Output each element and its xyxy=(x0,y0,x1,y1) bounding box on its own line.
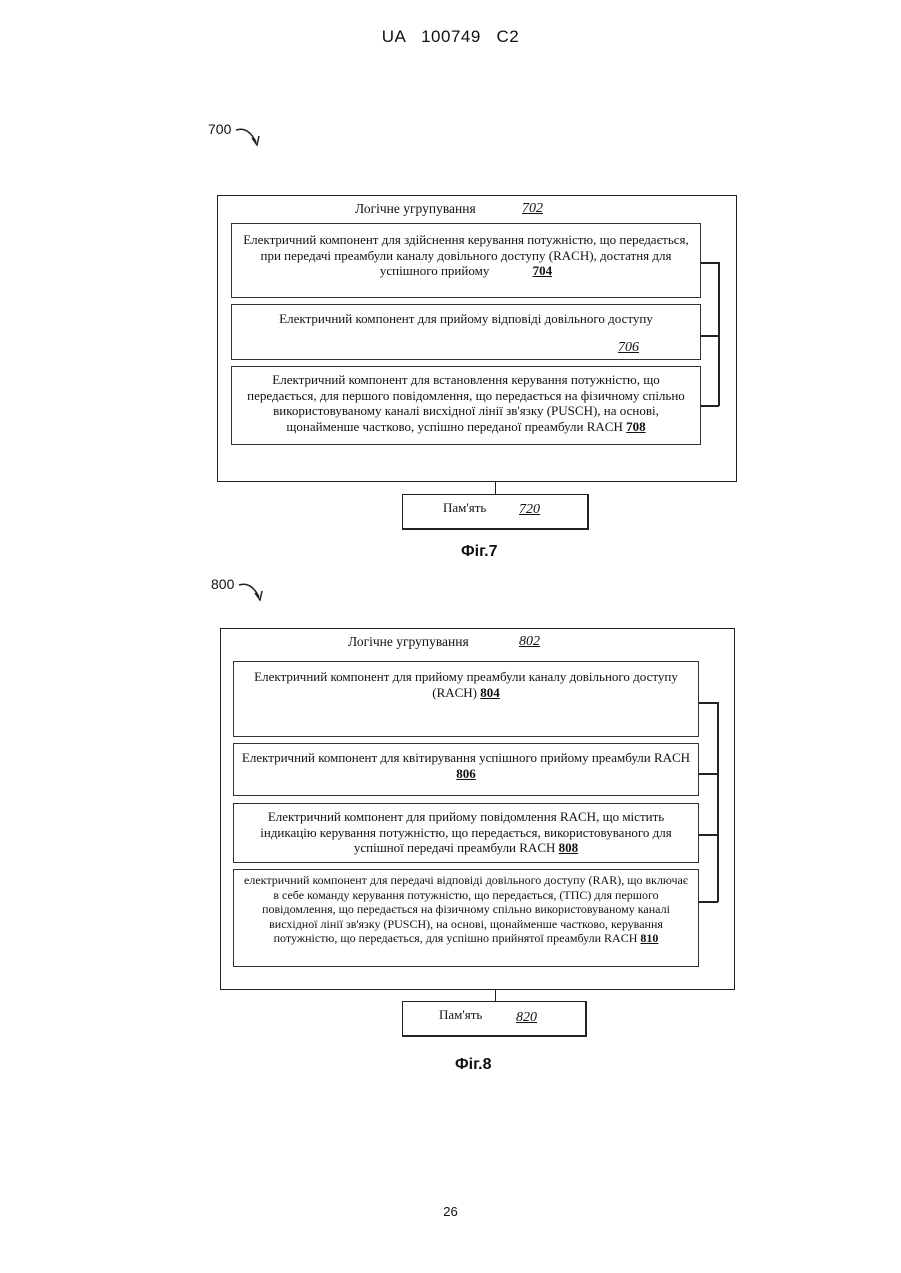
fig7-memory-ref: 720 xyxy=(519,502,540,518)
fig8-component-808: Електричний компонент для прийому повідо… xyxy=(233,803,699,863)
fig7-arrow-icon xyxy=(234,124,264,150)
fig7-component-708-ref: 708 xyxy=(626,419,646,434)
fig7-memory-label: Пам'ять xyxy=(443,500,486,516)
page-number: 26 xyxy=(0,1204,901,1219)
fig7-ref-number: 700 xyxy=(208,121,231,137)
fig8-component-806: Електричний компонент для квітирування у… xyxy=(233,743,699,796)
fig7-group-ref: 702 xyxy=(522,201,543,217)
fig8-component-806-text: Електричний компонент для квітирування у… xyxy=(242,750,690,765)
fig8-bracket-808 xyxy=(699,834,718,836)
fig8-component-810-ref: 810 xyxy=(640,931,658,945)
fig8-caption: Фіг.8 xyxy=(455,1056,492,1074)
fig8-bracket-bottom xyxy=(699,901,718,903)
fig8-bracket-vertical xyxy=(717,702,719,902)
fig7-bracket-middle xyxy=(701,335,719,337)
fig8-component-804-ref: 804 xyxy=(480,685,500,700)
fig8-arrow-icon xyxy=(237,579,267,605)
fig8-memory-ref: 820 xyxy=(516,1010,537,1026)
fig7-component-704-text: Електричний компонент для здійснення кер… xyxy=(243,232,689,278)
fig7-component-706-text: Електричний компонент для прийому відпов… xyxy=(279,311,653,326)
fig8-component-810-text: електричний компонент для передачі відпо… xyxy=(244,873,688,945)
fig8-bracket-top xyxy=(699,702,718,704)
fig7-component-708: Електричний компонент для встановлення к… xyxy=(231,366,701,445)
fig8-group-label: Логічне угрупування xyxy=(348,634,469,650)
fig7-bracket-top xyxy=(701,262,719,264)
fig8-component-810: електричний компонент для передачі відпо… xyxy=(233,869,699,967)
fig8-component-804: Електричний компонент для прийому преамб… xyxy=(233,661,699,737)
fig7-caption: Фіг.7 xyxy=(461,543,498,561)
fig7-component-708-text: Електричний компонент для встановлення к… xyxy=(247,372,685,434)
fig7-bracket-bottom xyxy=(701,405,719,407)
fig8-component-808-text: Електричний компонент для прийому повідо… xyxy=(260,809,672,855)
fig8-component-806-ref: 806 xyxy=(456,766,476,781)
fig8-memory-label: Пам'ять xyxy=(439,1007,482,1023)
fig8-component-804-text: Електричний компонент для прийому преамб… xyxy=(254,669,678,700)
patent-number: UA 100749 C2 xyxy=(0,27,901,47)
fig7-group-label: Логічне угрупування xyxy=(355,201,476,217)
fig8-memory-box xyxy=(402,1001,587,1037)
fig7-component-706-ref: 706 xyxy=(618,340,639,356)
fig7-component-704: Електричний компонент для здійснення кер… xyxy=(231,223,701,298)
fig7-component-704-ref: 704 xyxy=(533,263,553,278)
fig8-bracket-806 xyxy=(699,773,718,775)
fig8-group-ref: 802 xyxy=(519,634,540,650)
fig8-component-808-ref: 808 xyxy=(559,840,579,855)
fig8-ref-number: 800 xyxy=(211,576,234,592)
fig7-bracket-vertical xyxy=(718,262,720,406)
fig7-memory-box xyxy=(402,494,589,530)
